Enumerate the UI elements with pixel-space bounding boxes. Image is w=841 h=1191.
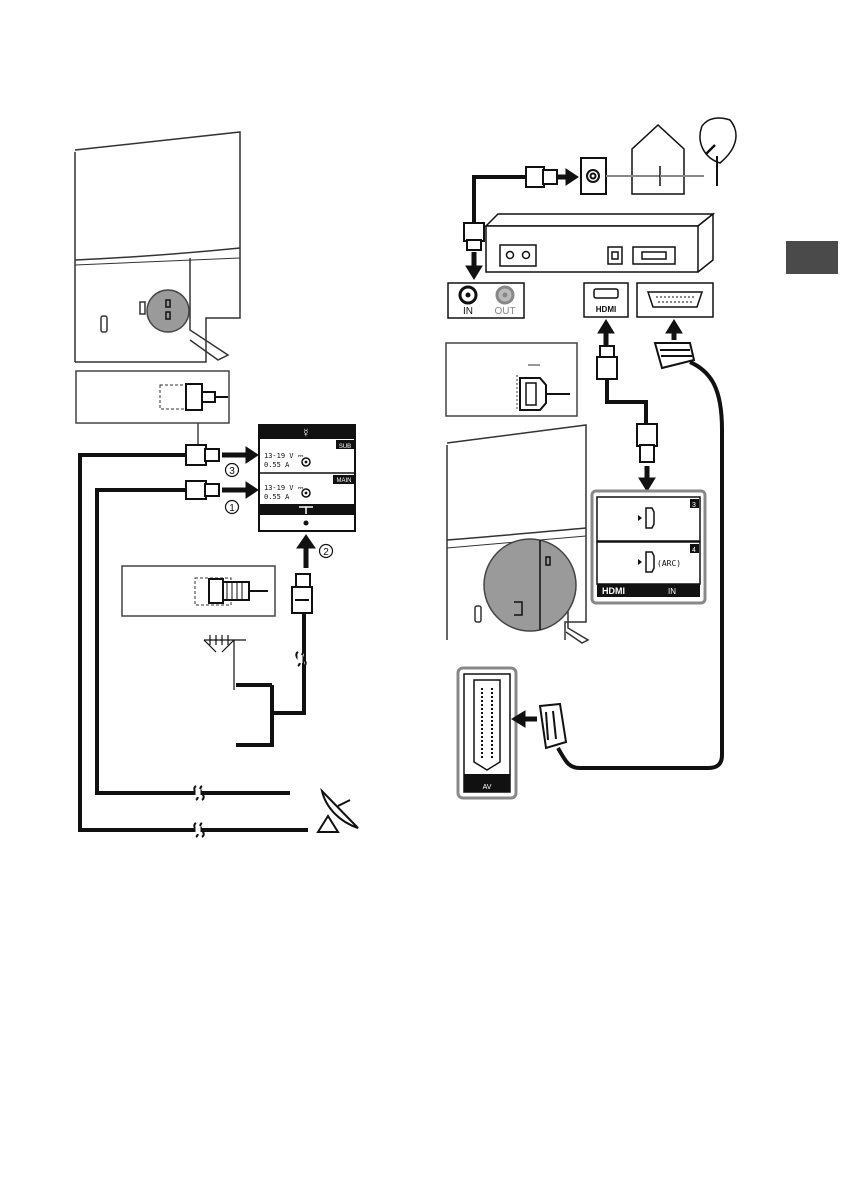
sat-main-rating-line2: 0.55 A	[264, 493, 290, 501]
hdmi-arc-label: (ARC)	[657, 559, 681, 568]
house-icon	[606, 125, 704, 194]
sat-sub-rating-line1: 13-19 V ⎓	[264, 452, 304, 460]
in-port-label: IN	[463, 306, 473, 317]
scart-connector-icon	[540, 704, 566, 748]
terrestrial-antenna-icon	[204, 635, 246, 690]
antenna-in-out-panel: IN OUT	[448, 283, 524, 318]
hdmi-logo-icon: HDMI	[596, 305, 616, 314]
hdmi-port-4-label: 4	[692, 547, 696, 554]
stb-hdmi-port: HDMI	[584, 283, 628, 317]
hdmi-plug-detail	[446, 343, 577, 416]
satellite-icon: ☿	[302, 426, 311, 440]
step-badge-3: 3	[226, 464, 239, 478]
out-port-label: OUT	[494, 306, 515, 317]
scart-connector-icon	[655, 343, 694, 368]
sat-sub-rating-line2: 0.55 A	[264, 461, 290, 469]
scart-av-label: AV	[483, 784, 492, 791]
svg-text:2: 2	[323, 547, 329, 558]
set-top-box	[486, 214, 713, 272]
zoom-spot-antenna	[147, 290, 189, 332]
hdmi-in-label: IN	[668, 587, 676, 596]
hdmi-port-3-label: 3	[692, 502, 696, 509]
f-connector-detail	[76, 371, 229, 446]
svg-text:3: 3	[229, 466, 235, 477]
satellite-dish-icon	[318, 791, 358, 832]
antenna-input-panel: ☿ SUB 13-19 V ⎓ 0.55 A MAIN 13-19 V ⎓ 0.…	[259, 425, 355, 531]
wall-outlet	[581, 158, 606, 194]
sat-main-label: MAIN	[337, 478, 352, 484]
step-badge-2: 2	[320, 545, 333, 559]
sat-sub-label: SUB	[339, 444, 351, 450]
step-badge-1: 1	[226, 501, 239, 515]
stb-scart-port	[637, 283, 713, 317]
scart-input-panel: AV	[458, 668, 516, 798]
svg-text:1: 1	[229, 503, 235, 514]
hdmi-input-panel: 3 4 (ARC) HDMI IN	[592, 491, 705, 603]
sat-main-rating-line1: 13-19 V ⎓	[264, 484, 304, 492]
coax-plug-detail	[122, 566, 275, 616]
zoom-spot-hdmi	[484, 539, 576, 631]
satellite-dish-icon	[700, 118, 736, 186]
hdmi-logo-icon: HDMI	[602, 586, 625, 596]
